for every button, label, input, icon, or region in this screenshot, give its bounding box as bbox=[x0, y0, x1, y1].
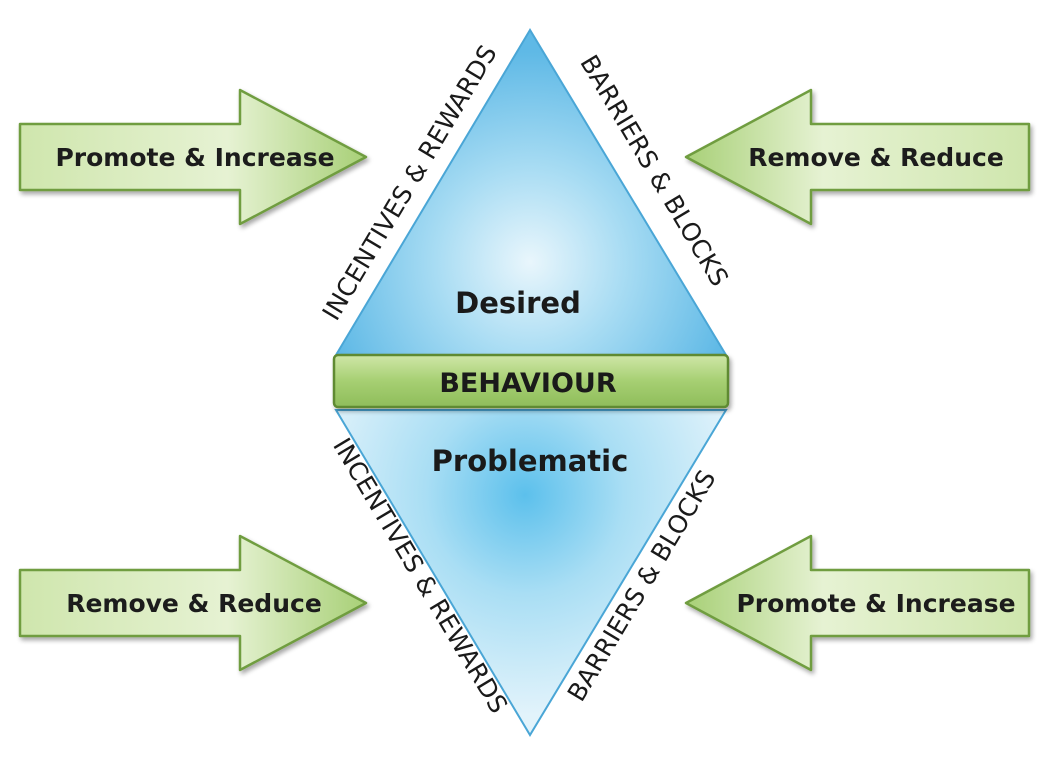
arrow-bottom-left: Remove & Reduce bbox=[18, 534, 368, 672]
right-arrow-icon bbox=[18, 534, 368, 672]
arrow-top-right-label: Remove & Reduce bbox=[748, 143, 1004, 172]
problematic-label: Problematic bbox=[432, 444, 629, 478]
behaviour-band bbox=[332, 353, 730, 409]
left-arrow-icon bbox=[684, 88, 1031, 226]
right-arrow-icon bbox=[18, 88, 368, 226]
problematic-triangle bbox=[334, 409, 728, 737]
arrow-bottom-right-label: Promote & Increase bbox=[736, 589, 1015, 618]
behaviour-label: BEHAVIOUR bbox=[439, 368, 617, 399]
arrow-bottom-right: Promote & Increase bbox=[684, 534, 1031, 672]
desired-label: Desired bbox=[455, 286, 581, 320]
left-arrow-icon bbox=[684, 534, 1031, 672]
arrow-top-left-label: Promote & Increase bbox=[55, 143, 334, 172]
arrow-top-left: Promote & Increase bbox=[18, 88, 368, 226]
arrow-top-right: Remove & Reduce bbox=[684, 88, 1031, 226]
arrow-bottom-left-label: Remove & Reduce bbox=[66, 589, 322, 618]
